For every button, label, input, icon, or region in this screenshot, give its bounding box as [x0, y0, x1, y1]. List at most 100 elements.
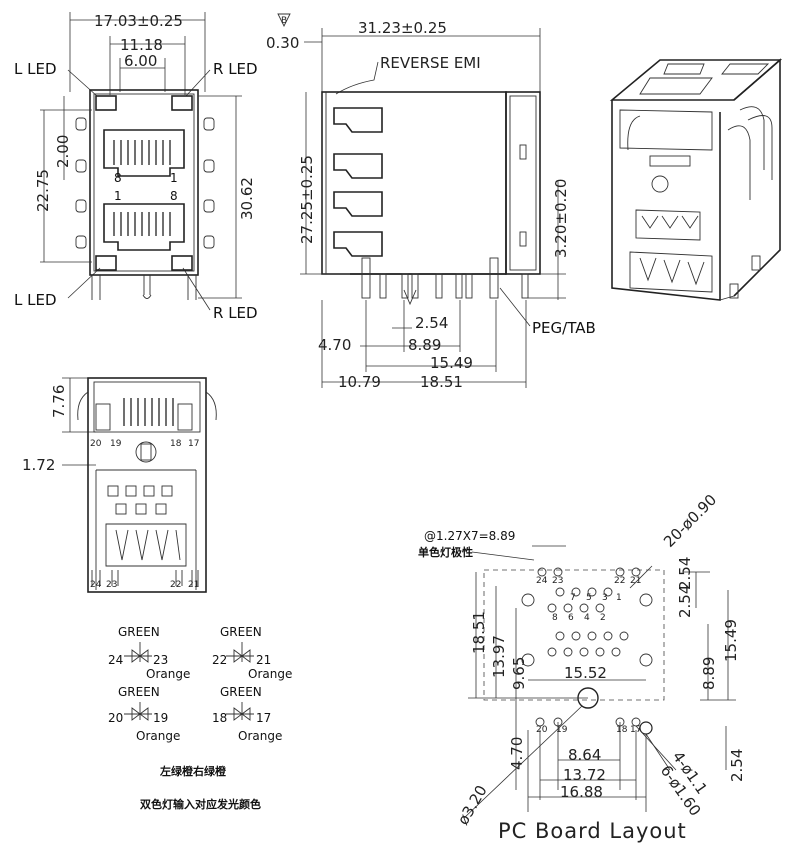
front-housing	[89, 89, 199, 276]
led3-top-label: GREEN	[118, 685, 160, 699]
pcb-pin-7: 7	[570, 593, 576, 603]
led-window-tl	[95, 95, 117, 111]
led2-left-pin: 22	[212, 653, 227, 667]
led2-right-pin: 21	[256, 653, 271, 667]
pcb-pin-5: 5	[586, 593, 592, 603]
pcb-layout: @1.27X7=8.89 单色灯极性 20-ø0.90	[418, 491, 746, 843]
pcb-pin-20: 20	[536, 725, 548, 735]
pcb-dim-889: 8.89	[700, 657, 718, 690]
front-view: 17.03±0.25 11.18 6.00 L LED R LED L LED …	[14, 12, 258, 322]
dim-470: 4.70	[318, 336, 351, 354]
led-symbol-24-23: GREEN 24 23 Orange	[108, 625, 190, 681]
pin-19-label: 19	[110, 439, 122, 449]
pcb-pin-4: 4	[584, 613, 590, 623]
revision-triangle	[277, 13, 291, 28]
pin-22-label: 22	[170, 580, 181, 590]
dim-side-height: 27.25±0.25	[298, 155, 316, 244]
dim-254: 2.54	[415, 314, 448, 332]
led-diagram: GREEN 24 23 Orange GREEN 22 21 Orange GR…	[108, 625, 292, 811]
pcb-dim-254-c: 2.54	[728, 749, 746, 782]
led1-right-pin: 23	[153, 653, 168, 667]
led3-right-pin: 19	[153, 711, 168, 725]
dim-led: 6.00	[124, 52, 157, 70]
dim-height-total: 30.62	[238, 177, 256, 220]
rj45-port-bottom	[103, 203, 185, 251]
pcb-dim-1372: 13.72	[563, 766, 606, 784]
side-body	[321, 91, 507, 275]
polarity-cn-label: 单色灯极性	[418, 545, 473, 559]
led4-left-pin: 18	[212, 711, 227, 725]
dim-030: 0.30	[266, 34, 299, 52]
pin-23-label: 23	[106, 580, 117, 590]
pcb-pin-23: 23	[552, 576, 563, 586]
l-led-bottom-label: L LED	[14, 291, 57, 309]
dim-length: 31.23±0.25	[358, 19, 447, 37]
pcb-pin-6: 6	[568, 613, 574, 623]
pitch-note: @1.27X7=8.89	[424, 529, 515, 543]
pin-8-top: 8	[114, 171, 122, 185]
dim-height-inner: 22.75	[34, 169, 52, 212]
bottom-body	[87, 377, 207, 593]
led4-bottom-label: Orange	[238, 729, 282, 743]
led3-bottom-label: Orange	[136, 729, 180, 743]
pin-17-label: 17	[188, 439, 199, 449]
pcb-layout-title: PC Board Layout	[498, 819, 687, 843]
pcb-dim-1851: 18.51	[470, 611, 488, 654]
side-shield	[505, 91, 541, 275]
pcb-pin-22: 22	[614, 576, 625, 586]
pin-8-bottom: 8	[170, 189, 178, 203]
pcb-pin-1: 1	[616, 593, 622, 603]
dim-pitch: 2.00	[54, 135, 72, 168]
bottom-view: 7.76 1.72 20	[22, 377, 217, 593]
pcb-dim-254-a: 2.54	[676, 557, 694, 590]
pin-21-label: 21	[188, 580, 199, 590]
revision-mark: B	[281, 16, 287, 26]
r-led-bottom-label: R LED	[213, 304, 258, 322]
led-note-cn-1: 左绿橙右绿橙	[159, 764, 227, 778]
l-led-top-label: L LED	[14, 60, 57, 78]
peg-tab-label: PEG/TAB	[532, 319, 596, 337]
board-outline	[483, 569, 665, 701]
pcb-dim-254-b: 2.54	[676, 585, 694, 618]
led-symbol-22-21: GREEN 22 21 Orange	[212, 625, 292, 681]
led1-left-pin: 24	[108, 653, 123, 667]
pcb-pin-21: 21	[630, 576, 641, 586]
led2-top-label: GREEN	[220, 625, 262, 639]
side-view: B 31.23±0.25 0.30 REVERSE EMI	[266, 13, 596, 391]
pin-24-label: 24	[90, 580, 102, 590]
led-window-bl	[95, 255, 117, 271]
led1-top-label: GREEN	[118, 625, 160, 639]
holes-090-label: 20-ø0.90	[660, 491, 720, 551]
led-symbol-20-19: GREEN 20 19 Orange	[108, 685, 180, 743]
pcb-dim-965: 9.65	[510, 657, 528, 690]
dim-1079: 10.79	[338, 373, 381, 391]
isometric-view	[609, 58, 783, 301]
pcb-dim-1549: 15.49	[722, 619, 740, 662]
pin-18-label: 18	[170, 439, 182, 449]
dim-width-total: 17.03±0.25	[94, 12, 183, 30]
dim-172: 1.72	[22, 456, 55, 474]
pcb-pin-3: 3	[602, 593, 608, 603]
pcb-dim-1397: 13.97	[490, 635, 508, 678]
pcb-pin-8: 8	[552, 613, 558, 623]
r-led-top-label: R LED	[213, 60, 258, 78]
led3-left-pin: 20	[108, 711, 123, 725]
led2-bottom-label: Orange	[248, 667, 292, 681]
reverse-emi-label: REVERSE EMI	[380, 54, 481, 72]
pin-1-bottom: 1	[114, 189, 122, 203]
dim-1851: 18.51	[420, 373, 463, 391]
dim-776: 7.76	[50, 385, 68, 418]
pin-1-top: 1	[170, 171, 178, 185]
led-symbol-18-17: GREEN 18 17 Orange	[212, 685, 282, 743]
pcb-pin-18: 18	[616, 725, 628, 735]
pcb-dim-864: 8.64	[568, 746, 601, 764]
dim-320: 3.20±0.20	[552, 179, 570, 258]
led-note-cn-2: 双色灯输入对应发光颜色	[140, 797, 261, 811]
hole-320-label: ø3.20	[454, 782, 491, 828]
dim-889: 8.89	[408, 336, 441, 354]
pcb-dim-1552: 15.52	[564, 664, 607, 682]
led4-right-pin: 17	[256, 711, 271, 725]
led-window-tr	[171, 95, 193, 111]
pcb-dim-470: 4.70	[508, 737, 526, 770]
